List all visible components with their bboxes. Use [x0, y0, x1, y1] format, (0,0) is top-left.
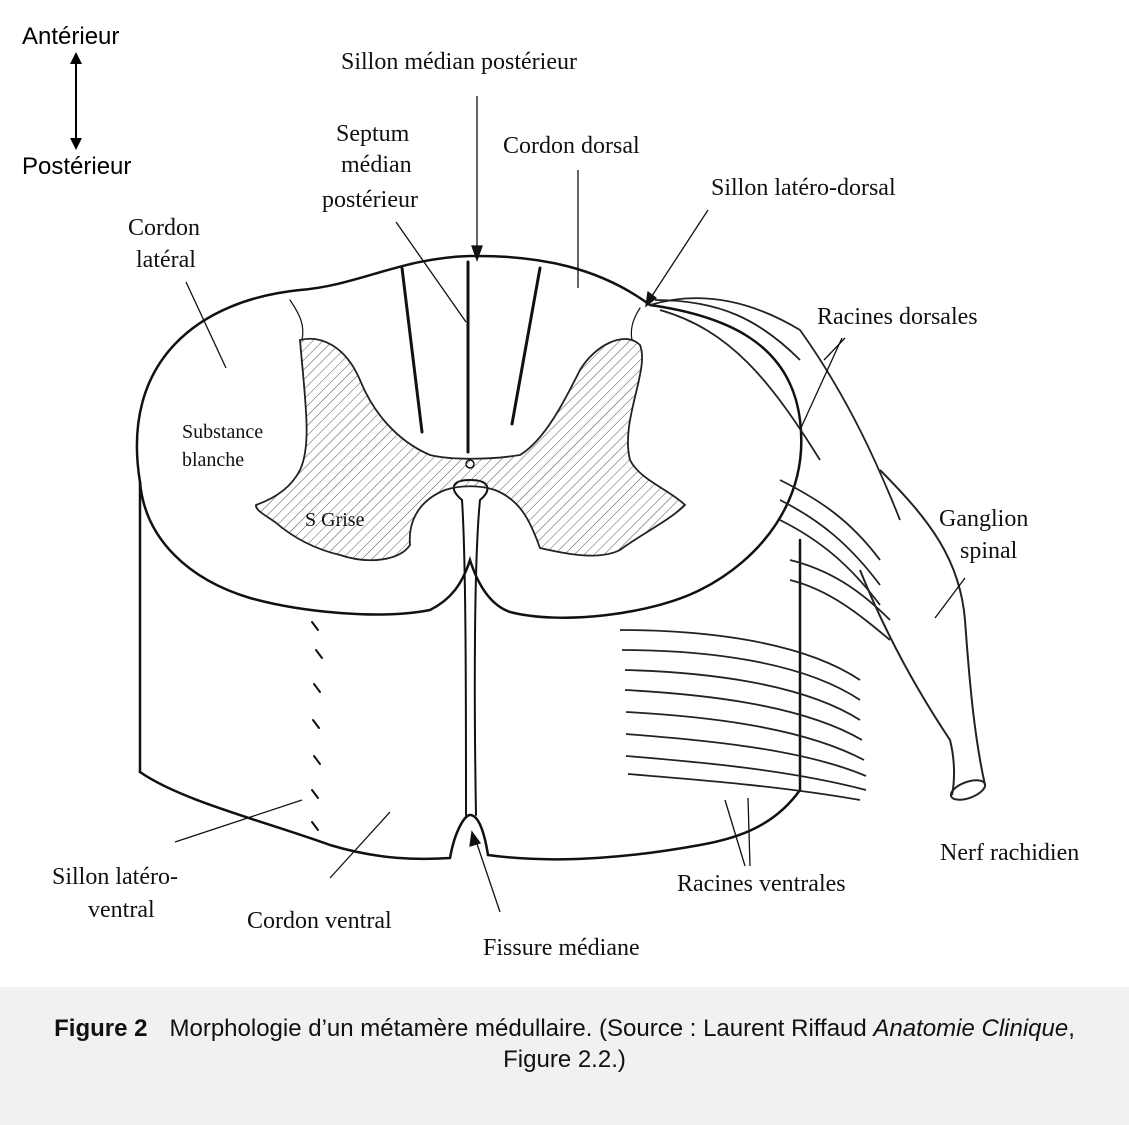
label-sillon-latero-ventral-line1: Sillon latéro-: [52, 864, 178, 890]
label-racines-ventrales: Racines ventrales: [677, 871, 846, 897]
leader-lines: [174, 96, 966, 913]
caption-book-title: Anatomie Clinique: [873, 1015, 1069, 1042]
label-sillon-latero-dorsal: Sillon latéro-dorsal: [711, 175, 896, 201]
label-cordon-dorsal: Cordon dorsal: [503, 133, 640, 159]
label-nerf-rachidien: Nerf rachidien: [940, 840, 1079, 866]
label-sillon-median-posterieur: Sillon médian postérieur: [341, 49, 577, 75]
caption-box: Figure 2 Morphologie d’un métamère médull…: [0, 987, 1129, 1125]
caption-text: Morphologie d’un métamère médullaire. (S…: [169, 1015, 874, 1042]
caption-label: Figure 2: [54, 1015, 148, 1042]
orientation-top-label: Antérieur: [22, 23, 119, 50]
label-septum-line3: postérieur: [322, 187, 418, 213]
label-ganglion-line1: Ganglion: [939, 506, 1028, 532]
label-fissure-mediane: Fissure médiane: [483, 935, 640, 961]
label-sillon-latero-ventral-line2: ventral: [88, 897, 155, 923]
label-cordon-lateral-line2: latéral: [136, 247, 196, 273]
orientation-bottom-label: Postérieur: [22, 153, 131, 180]
label-septum-line2: médian: [341, 152, 412, 178]
spinal-cord-body: [135, 254, 803, 861]
caption-text-end: , Figure 2.2.): [503, 1015, 1075, 1073]
label-substance-blanche-line2: blanche: [182, 449, 244, 471]
ventral-roots: [619, 629, 867, 801]
label-s-grise: S Grise: [305, 509, 365, 531]
spinal-ganglion: [859, 469, 987, 801]
figure-caption: Figure 2 Morphologie d’un métamère médull…: [40, 1013, 1089, 1075]
dorsal-roots: [649, 297, 901, 641]
label-ganglion-line2: spinal: [960, 538, 1018, 564]
label-racines-dorsales: Racines dorsales: [817, 304, 978, 330]
label-cordon-ventral: Cordon ventral: [247, 908, 392, 934]
label-cordon-lateral-line1: Cordon: [128, 215, 200, 241]
orientation-arrow: [70, 52, 82, 150]
label-substance-blanche-line1: Substance: [182, 421, 263, 443]
label-septum-line1: Septum: [336, 121, 410, 147]
grey-matter: [255, 337, 687, 562]
spinal-cord-diagram: Antérieur Postérieur: [22, 23, 1079, 961]
